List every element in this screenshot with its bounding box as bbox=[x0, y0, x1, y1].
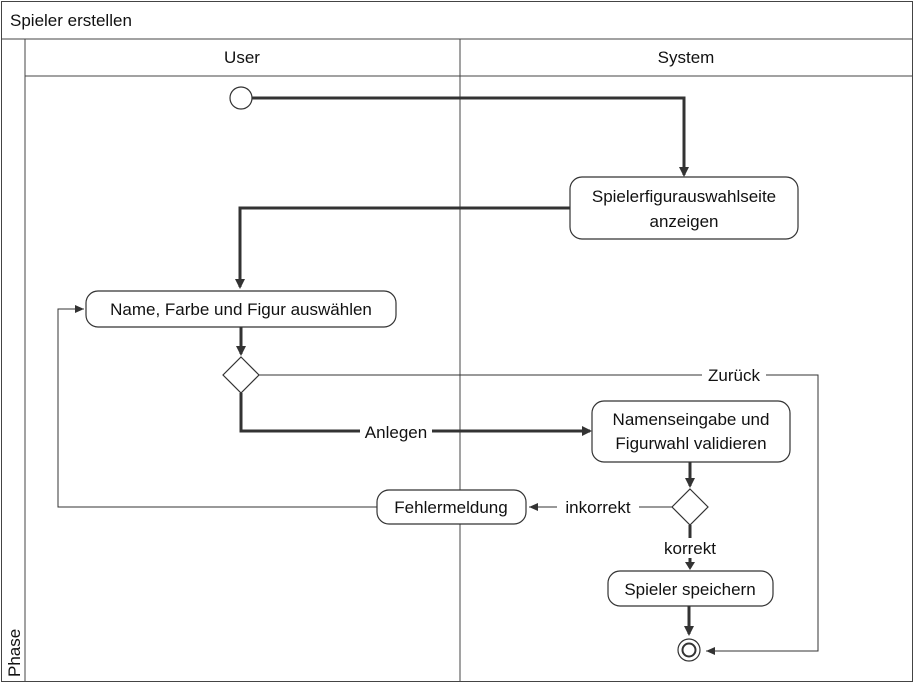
node-show-page-line2: anzeigen bbox=[649, 212, 718, 231]
node-validate-line2: Figurwahl validieren bbox=[615, 434, 766, 453]
diagram-title: Spieler erstellen bbox=[10, 11, 132, 30]
decision-node-2 bbox=[671, 488, 709, 526]
edge-label-bg-correct bbox=[655, 538, 725, 558]
edge-start-to-show-page bbox=[252, 96, 689, 177]
edge-label-bg-create bbox=[360, 421, 432, 441]
lane-label-user: User bbox=[224, 48, 260, 67]
edge-label-incorrect: inkorrekt bbox=[565, 498, 630, 517]
edge-back-to-end bbox=[259, 374, 819, 655]
lane-label-system: System bbox=[658, 48, 715, 67]
node-validate-line1: Namenseingabe und bbox=[613, 410, 770, 429]
phase-label: Phase bbox=[5, 629, 24, 677]
node-select-label: Name, Farbe und Figur auswählen bbox=[110, 300, 372, 319]
node-error-label: Fehlermeldung bbox=[394, 498, 507, 517]
edge-label-back: Zurück bbox=[708, 366, 760, 385]
decision-node-1 bbox=[222, 356, 260, 394]
node-save-label: Spieler speichern bbox=[624, 580, 755, 599]
edge-label-bg-back bbox=[702, 364, 766, 384]
edge-create-to-validate bbox=[239, 393, 592, 436]
edge-error-to-select bbox=[57, 305, 377, 508]
end-node-inner bbox=[681, 642, 697, 658]
edge-label-create: Anlegen bbox=[365, 423, 427, 442]
edge-label-correct: korrekt bbox=[664, 539, 716, 558]
edge-label-bg-incorrect bbox=[557, 497, 639, 517]
edge-correct-arrowhead bbox=[685, 562, 695, 570]
start-node bbox=[229, 86, 253, 110]
edge-show-page-to-select bbox=[235, 206, 570, 289]
node-show-page-line1: Spielerfigurauswahlseite bbox=[592, 187, 776, 206]
